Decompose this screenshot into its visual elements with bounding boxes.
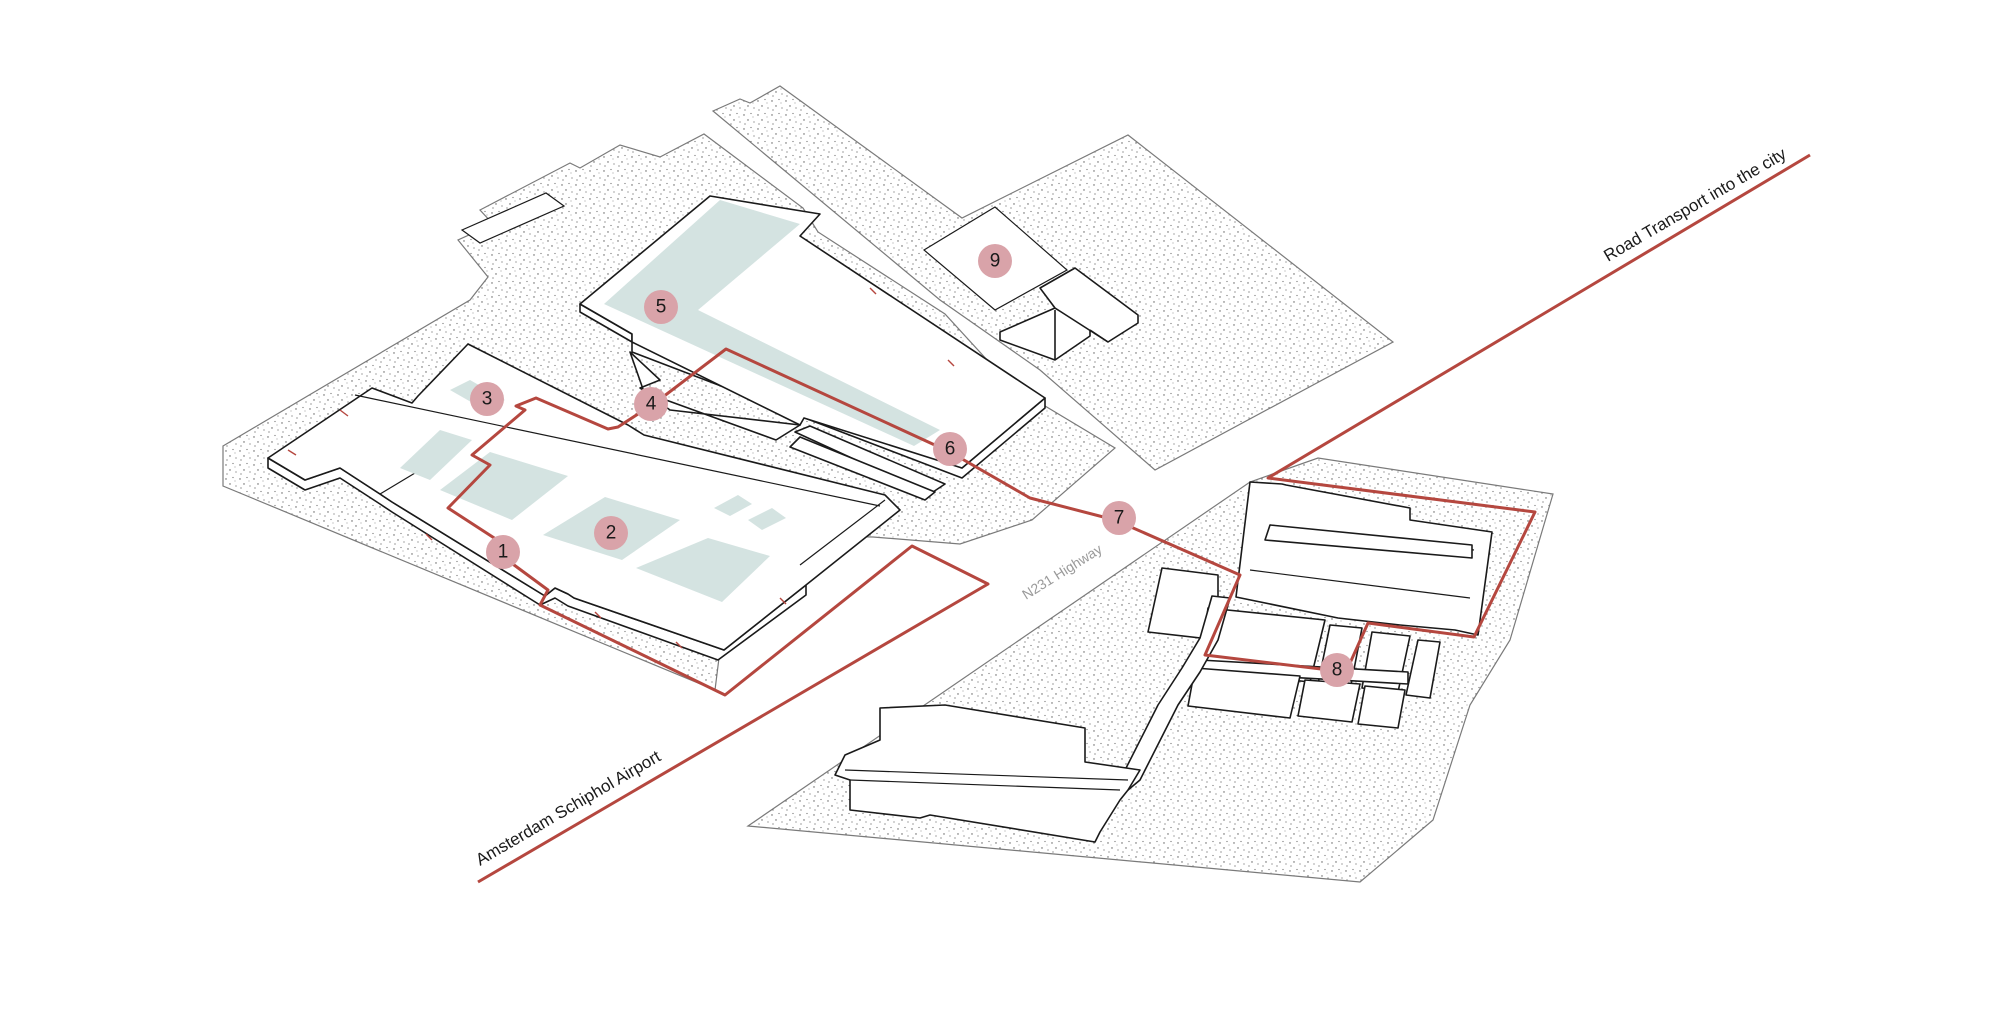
marker-1: 1 — [486, 535, 520, 569]
svg-text:7: 7 — [1114, 508, 1125, 529]
marker-4: 4 — [634, 387, 668, 421]
svg-text:8: 8 — [1332, 660, 1343, 681]
west-building-inner-edge — [354, 394, 886, 566]
marker-9: 9 — [978, 244, 1012, 278]
north-block-court — [604, 200, 940, 446]
svg-text:5: 5 — [656, 297, 667, 318]
svg-text:1: 1 — [498, 542, 509, 563]
marker-6: 6 — [933, 432, 967, 466]
marker-8: 8 — [1320, 653, 1354, 687]
svg-text:9: 9 — [990, 251, 1001, 272]
svg-text:4: 4 — [646, 394, 657, 415]
svg-text:2: 2 — [606, 523, 617, 544]
east-south-block — [834, 704, 1141, 843]
svg-text:3: 3 — [482, 389, 493, 410]
marker-7: 7 — [1102, 501, 1136, 535]
number-markers: 1 2 3 4 5 6 7 8 9 — [470, 244, 1354, 687]
marker-3: 3 — [470, 382, 504, 416]
label-road-transport: Road Transport into the city — [1600, 144, 1790, 266]
marker-5: 5 — [644, 290, 678, 324]
east-main-roof — [1235, 481, 1493, 636]
entry-ticks — [287, 287, 955, 649]
svg-text:6: 6 — [945, 439, 956, 460]
marker-2: 2 — [594, 516, 628, 550]
building-9 — [999, 267, 1139, 361]
label-airport: Amsterdam Schiphol Airport — [472, 747, 664, 870]
north-block — [579, 195, 1046, 501]
